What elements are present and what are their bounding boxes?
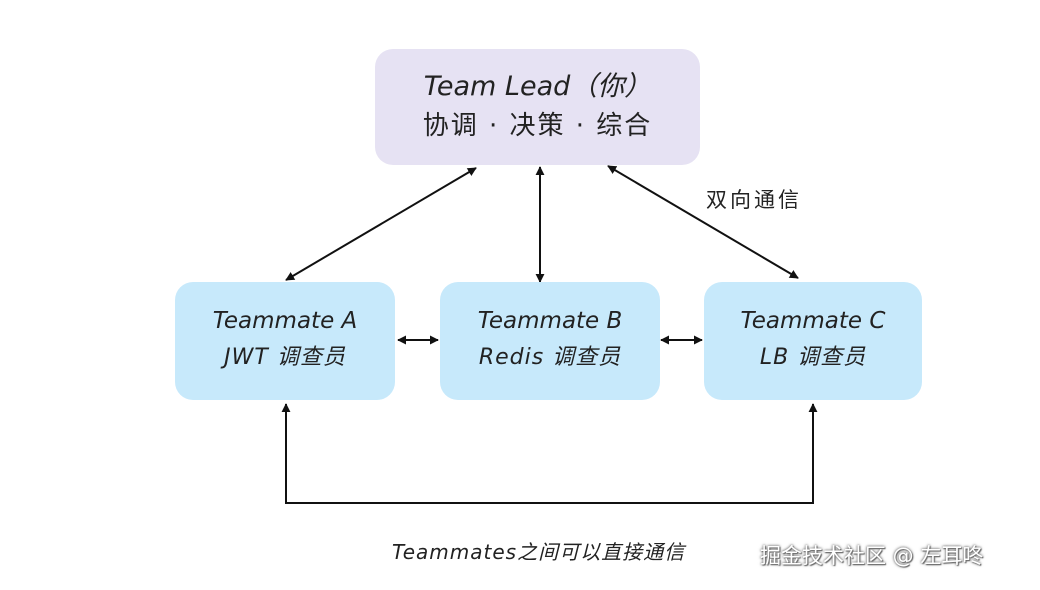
team-lead-subtitle: 协调 · 决策 · 综合 bbox=[422, 111, 653, 141]
teammate-b-title: Teammate B bbox=[477, 308, 623, 334]
teammate-b-node: Teammate B Redis 调查员 bbox=[440, 282, 660, 400]
teammate-a-title: Teammate A bbox=[212, 308, 358, 334]
peer-communication-label: Teammates之间可以直接通信 bbox=[392, 540, 686, 564]
watermark: 掘金技术社区 @ 左耳咚 bbox=[760, 544, 984, 568]
bidirectional-label: 双向通信 bbox=[706, 188, 802, 212]
teammate-c-node: Teammate C LB 调查员 bbox=[704, 282, 922, 400]
a-to-c-peer-arrow bbox=[281, 403, 818, 504]
teammate-a-node: Teammate A JWT 调查员 bbox=[175, 282, 395, 400]
team-lead-title: Team Lead（你） bbox=[423, 71, 652, 102]
teammate-c-role: LB 调查员 bbox=[759, 345, 867, 370]
lead-to-a-arrow bbox=[285, 167, 477, 281]
lead-to-c-arrow bbox=[607, 165, 799, 279]
teammate-b-role: Redis 调查员 bbox=[478, 345, 622, 370]
teammate-a-role: JWT 调查员 bbox=[224, 345, 346, 370]
teammate-c-title: Teammate C bbox=[740, 308, 886, 334]
team-lead-node: Team Lead（你） 协调 · 决策 · 综合 bbox=[375, 49, 700, 165]
